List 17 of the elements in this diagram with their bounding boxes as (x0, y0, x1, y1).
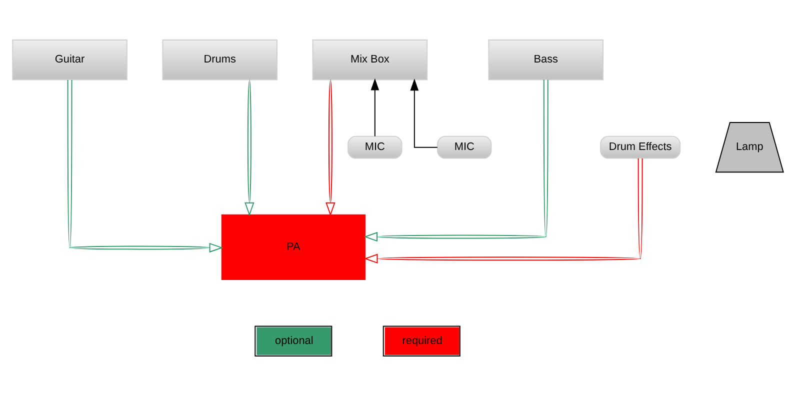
arrow (364, 158, 643, 264)
node-box: PA (221, 214, 366, 280)
arrow (244, 79, 254, 216)
arrow (410, 78, 438, 148)
node-box: Guitar (12, 39, 128, 80)
arrow (370, 78, 380, 137)
arrow (67, 79, 224, 253)
node-box: MIC (437, 136, 492, 159)
node-box: Drums (162, 39, 278, 80)
arrow (326, 79, 336, 216)
arrow (364, 79, 548, 242)
legend-label: required (402, 334, 442, 347)
node-box: Mix Box (312, 39, 428, 80)
legend-label: optional (275, 334, 314, 347)
node-box: MIC (348, 136, 402, 159)
node-box: Bass (488, 39, 604, 80)
node-box: Drum Effects (600, 136, 681, 159)
